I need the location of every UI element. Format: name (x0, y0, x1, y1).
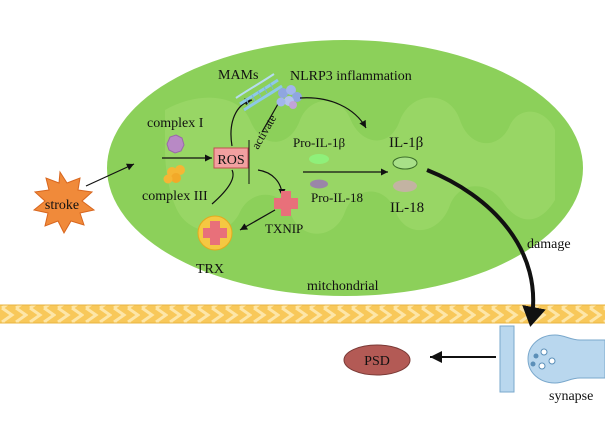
mitochondrion-inner-membrane (165, 97, 555, 234)
pro-il18-icon (310, 179, 328, 189)
mams-icon (235, 73, 283, 112)
psd-label: PSD (364, 354, 390, 369)
complex-iii-label: complex III (142, 189, 208, 204)
pro-il1b-label: Pro-IL-1β (293, 135, 345, 150)
il1b-icon (392, 156, 418, 170)
ros-label: ROS (217, 153, 244, 168)
stroke-starburst (32, 170, 96, 235)
mams-label: MAMs (218, 68, 258, 83)
complex-iii-icon (163, 165, 185, 184)
cell-membrane-band (0, 305, 605, 323)
damage-label: damage (527, 237, 571, 252)
synapse-label: synapse (549, 389, 593, 404)
arrow-nlrp3-to-il1b (299, 97, 367, 129)
mitochondrial-label: mitchondrial (307, 279, 379, 294)
damage-arrow (426, 168, 546, 327)
stroke-label: stroke (45, 198, 79, 213)
trx-label: TRX (196, 262, 224, 277)
arrow-txnip-to-trx (239, 209, 276, 231)
nlrp3-label: NLRP3 inflammation (290, 69, 412, 84)
il1b-label: IL-1β (389, 135, 423, 151)
complex-i-label: complex I (147, 116, 204, 131)
il18-label: IL-18 (390, 200, 424, 216)
arrow-activate (261, 103, 279, 133)
arrow-ros-to-mams (230, 98, 253, 147)
synapse-icon (499, 325, 605, 393)
arrow-ros-to-txnip (211, 169, 234, 205)
psd-ellipse (343, 344, 411, 376)
txnip-icon (274, 191, 298, 216)
pro-il18-label: Pro-IL-18 (311, 190, 363, 205)
nlrp3-inflammasome-icon (276, 85, 302, 109)
complex-i-icon (166, 134, 185, 154)
txnip-label: TXNIP (265, 221, 303, 236)
il18-icon (393, 180, 417, 192)
pro-il1b-icon (309, 154, 329, 164)
arrow-stroke-to-mito (85, 163, 135, 187)
trx-icon (197, 215, 233, 251)
ros-box (213, 147, 249, 169)
